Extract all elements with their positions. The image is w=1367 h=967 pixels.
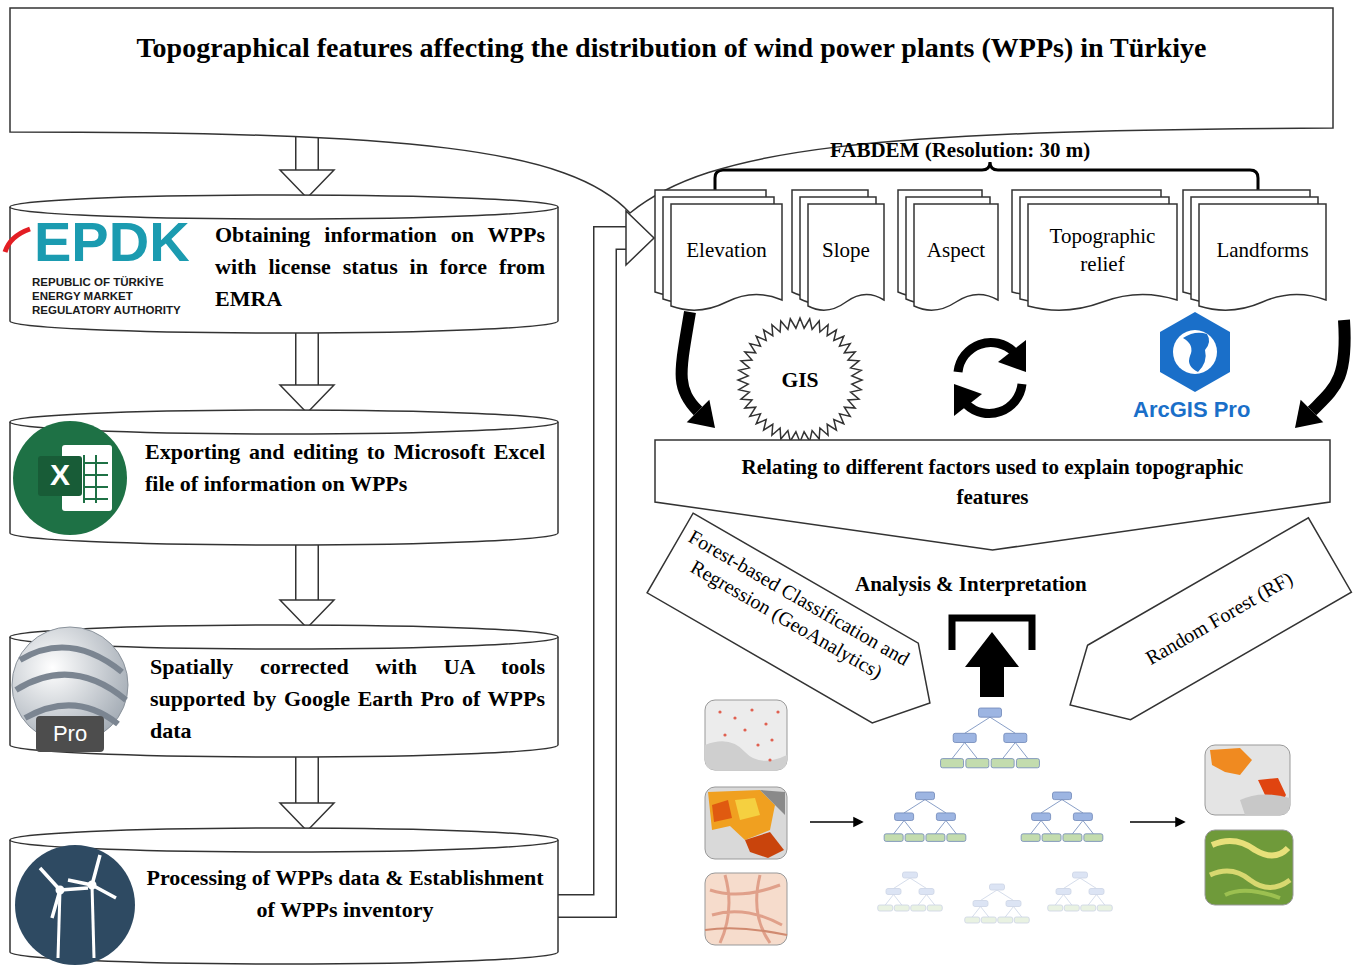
label-text: FABDEM (Resolution: 30 m) <box>830 137 1090 163</box>
node-text: REPUBLIC OF TÜRKİYE ENERGY MARKET REGULA… <box>32 275 210 317</box>
sync-icon <box>954 340 1026 416</box>
data-layer: Topographic relief <box>1012 190 1177 310</box>
connector-arrow <box>280 545 334 628</box>
up-arrow <box>965 632 1019 697</box>
node-text: Topographic relief <box>1030 222 1175 278</box>
map-thumbnail <box>1205 830 1293 905</box>
map-thumbnail <box>1205 745 1290 815</box>
flow-arrow <box>810 818 1184 826</box>
map-thumbnail <box>705 787 787 859</box>
node-text: Spatially corrected with UA tools suppor… <box>150 651 545 747</box>
node-text: Topographical features affecting the dis… <box>50 28 1293 68</box>
process-cylinder: EPDKREPUBLIC OF TÜRKİYE ENERGY MARKET RE… <box>10 195 558 333</box>
arcgis-logo <box>1160 312 1230 392</box>
node-text: X <box>38 457 82 493</box>
node-text: Landforms <box>1201 236 1324 264</box>
connector-arrow <box>280 132 334 198</box>
map-thumbnail <box>705 873 787 945</box>
decision-trees <box>878 708 1113 923</box>
connector-arrow <box>558 211 654 906</box>
node-text: EPDK <box>34 213 214 271</box>
data-layer: Elevation <box>655 190 782 310</box>
google-earth-icon <box>12 627 128 752</box>
label-text: Analysis & Interpretation <box>855 571 1087 597</box>
data-layer: Aspect <box>898 190 998 310</box>
node-text: Pro <box>36 717 104 751</box>
connector-arrow <box>1295 320 1345 428</box>
excel-icon <box>13 421 127 535</box>
node-text: Elevation <box>673 236 780 264</box>
node-text: Relating to different factors used to ex… <box>705 452 1280 512</box>
gis-badge: GIS <box>738 318 862 442</box>
logo-swoosh <box>5 229 30 252</box>
data-layer: Landforms <box>1183 190 1326 310</box>
method-arrow: Forest-based Classification and Regressi… <box>647 513 953 743</box>
connector-arrow <box>682 312 715 428</box>
map-thumbnail <box>705 700 787 770</box>
method-arrow: Random Forest (RF) <box>1049 518 1352 742</box>
bracket <box>715 162 1258 190</box>
node-text: Exporting and editing to Microsoft Excel… <box>145 436 545 500</box>
data-layer: Slope <box>792 190 884 310</box>
node-text: GIS <box>738 365 862 395</box>
analysis-banner: Relating to different factors used to ex… <box>655 440 1330 550</box>
node-text: Aspect <box>916 236 996 264</box>
node-text: Processing of WPPs data & Establishment … <box>145 862 545 926</box>
connector-arrow <box>280 333 334 413</box>
connector-arrow <box>280 757 334 831</box>
label-text: ArcGIS Pro <box>1133 397 1250 423</box>
node-outline <box>1012 190 1177 310</box>
title-banner: Topographical features affecting the dis… <box>10 8 1333 213</box>
node-text: Slope <box>810 236 882 264</box>
wind-turbine-icon <box>15 845 135 965</box>
node-text: Obtaining information on WPPs with licen… <box>215 219 545 315</box>
